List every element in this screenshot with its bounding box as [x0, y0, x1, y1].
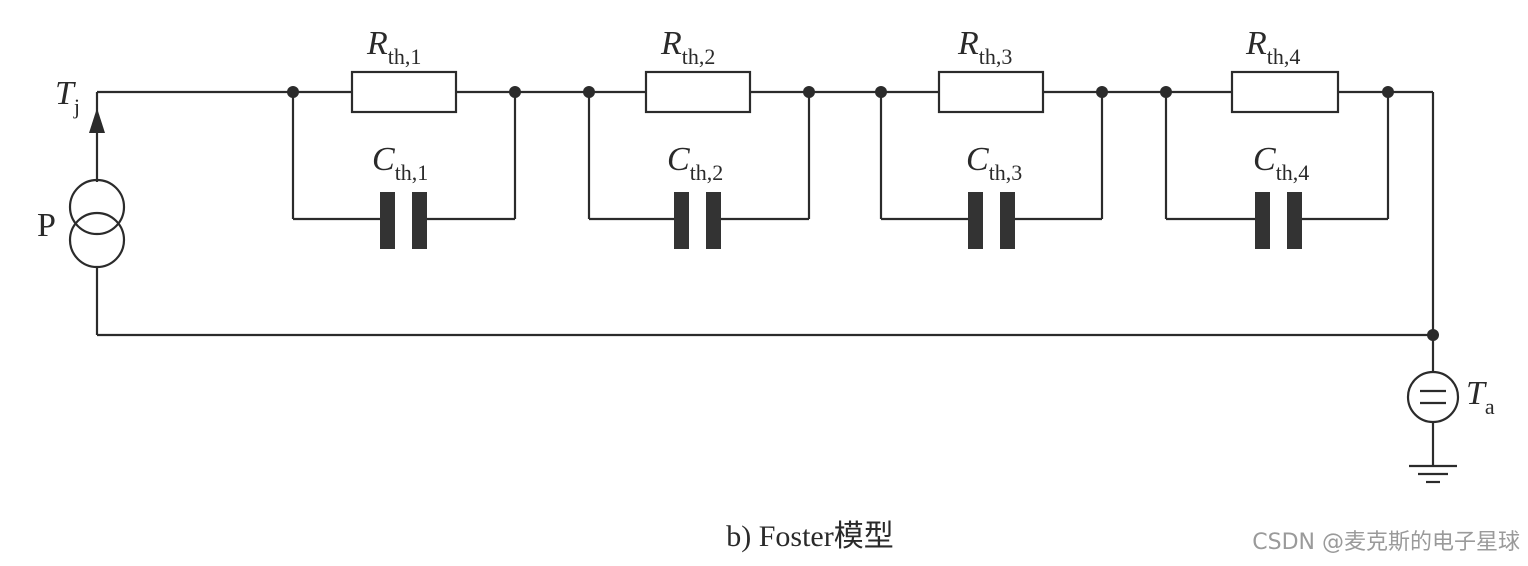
capacitor-label-3: Cth,3: [966, 141, 1022, 185]
capacitor-label-2: Cth,2: [667, 141, 723, 185]
rc-stage-4: [1160, 70, 1394, 249]
resistor-label-2: Rth,2: [660, 25, 715, 69]
capacitor-4: [1255, 192, 1270, 249]
resistor-3: [937, 70, 1045, 114]
voltage-source-icon: [1406, 370, 1460, 424]
resistor-4: [1230, 70, 1340, 114]
rc-stage-2: [583, 70, 815, 249]
current-source-branch: [68, 90, 293, 335]
power-label: P: [37, 207, 56, 244]
current-source-icon: [68, 178, 126, 269]
arrow-up-icon: [89, 108, 105, 133]
resistor-label-3: Rth,3: [957, 25, 1012, 69]
resistor-2: [644, 70, 752, 114]
rc-stage-3: [875, 70, 1108, 249]
watermark-text: CSDN @麦克斯的电子星球: [1252, 530, 1520, 555]
capacitor-1: [380, 192, 395, 249]
resistor-label-1: Rth,1: [366, 25, 421, 69]
capacitor-2: [674, 192, 689, 249]
figure-caption: b) Foster模型: [726, 520, 894, 553]
junction-temp-label: Tj: [55, 75, 80, 119]
rc-stage-1: [287, 70, 521, 249]
ground-icon: [1409, 464, 1457, 484]
resistor-label-4: Rth,4: [1245, 25, 1300, 69]
ambient-temp-label: Ta: [1466, 375, 1495, 419]
ambient-source: [1406, 335, 1460, 484]
capacitor-label-4: Cth,4: [1253, 141, 1309, 185]
resistor-1: [350, 70, 458, 114]
capacitor-3: [968, 192, 983, 249]
capacitor-label-1: Cth,1: [372, 141, 428, 185]
